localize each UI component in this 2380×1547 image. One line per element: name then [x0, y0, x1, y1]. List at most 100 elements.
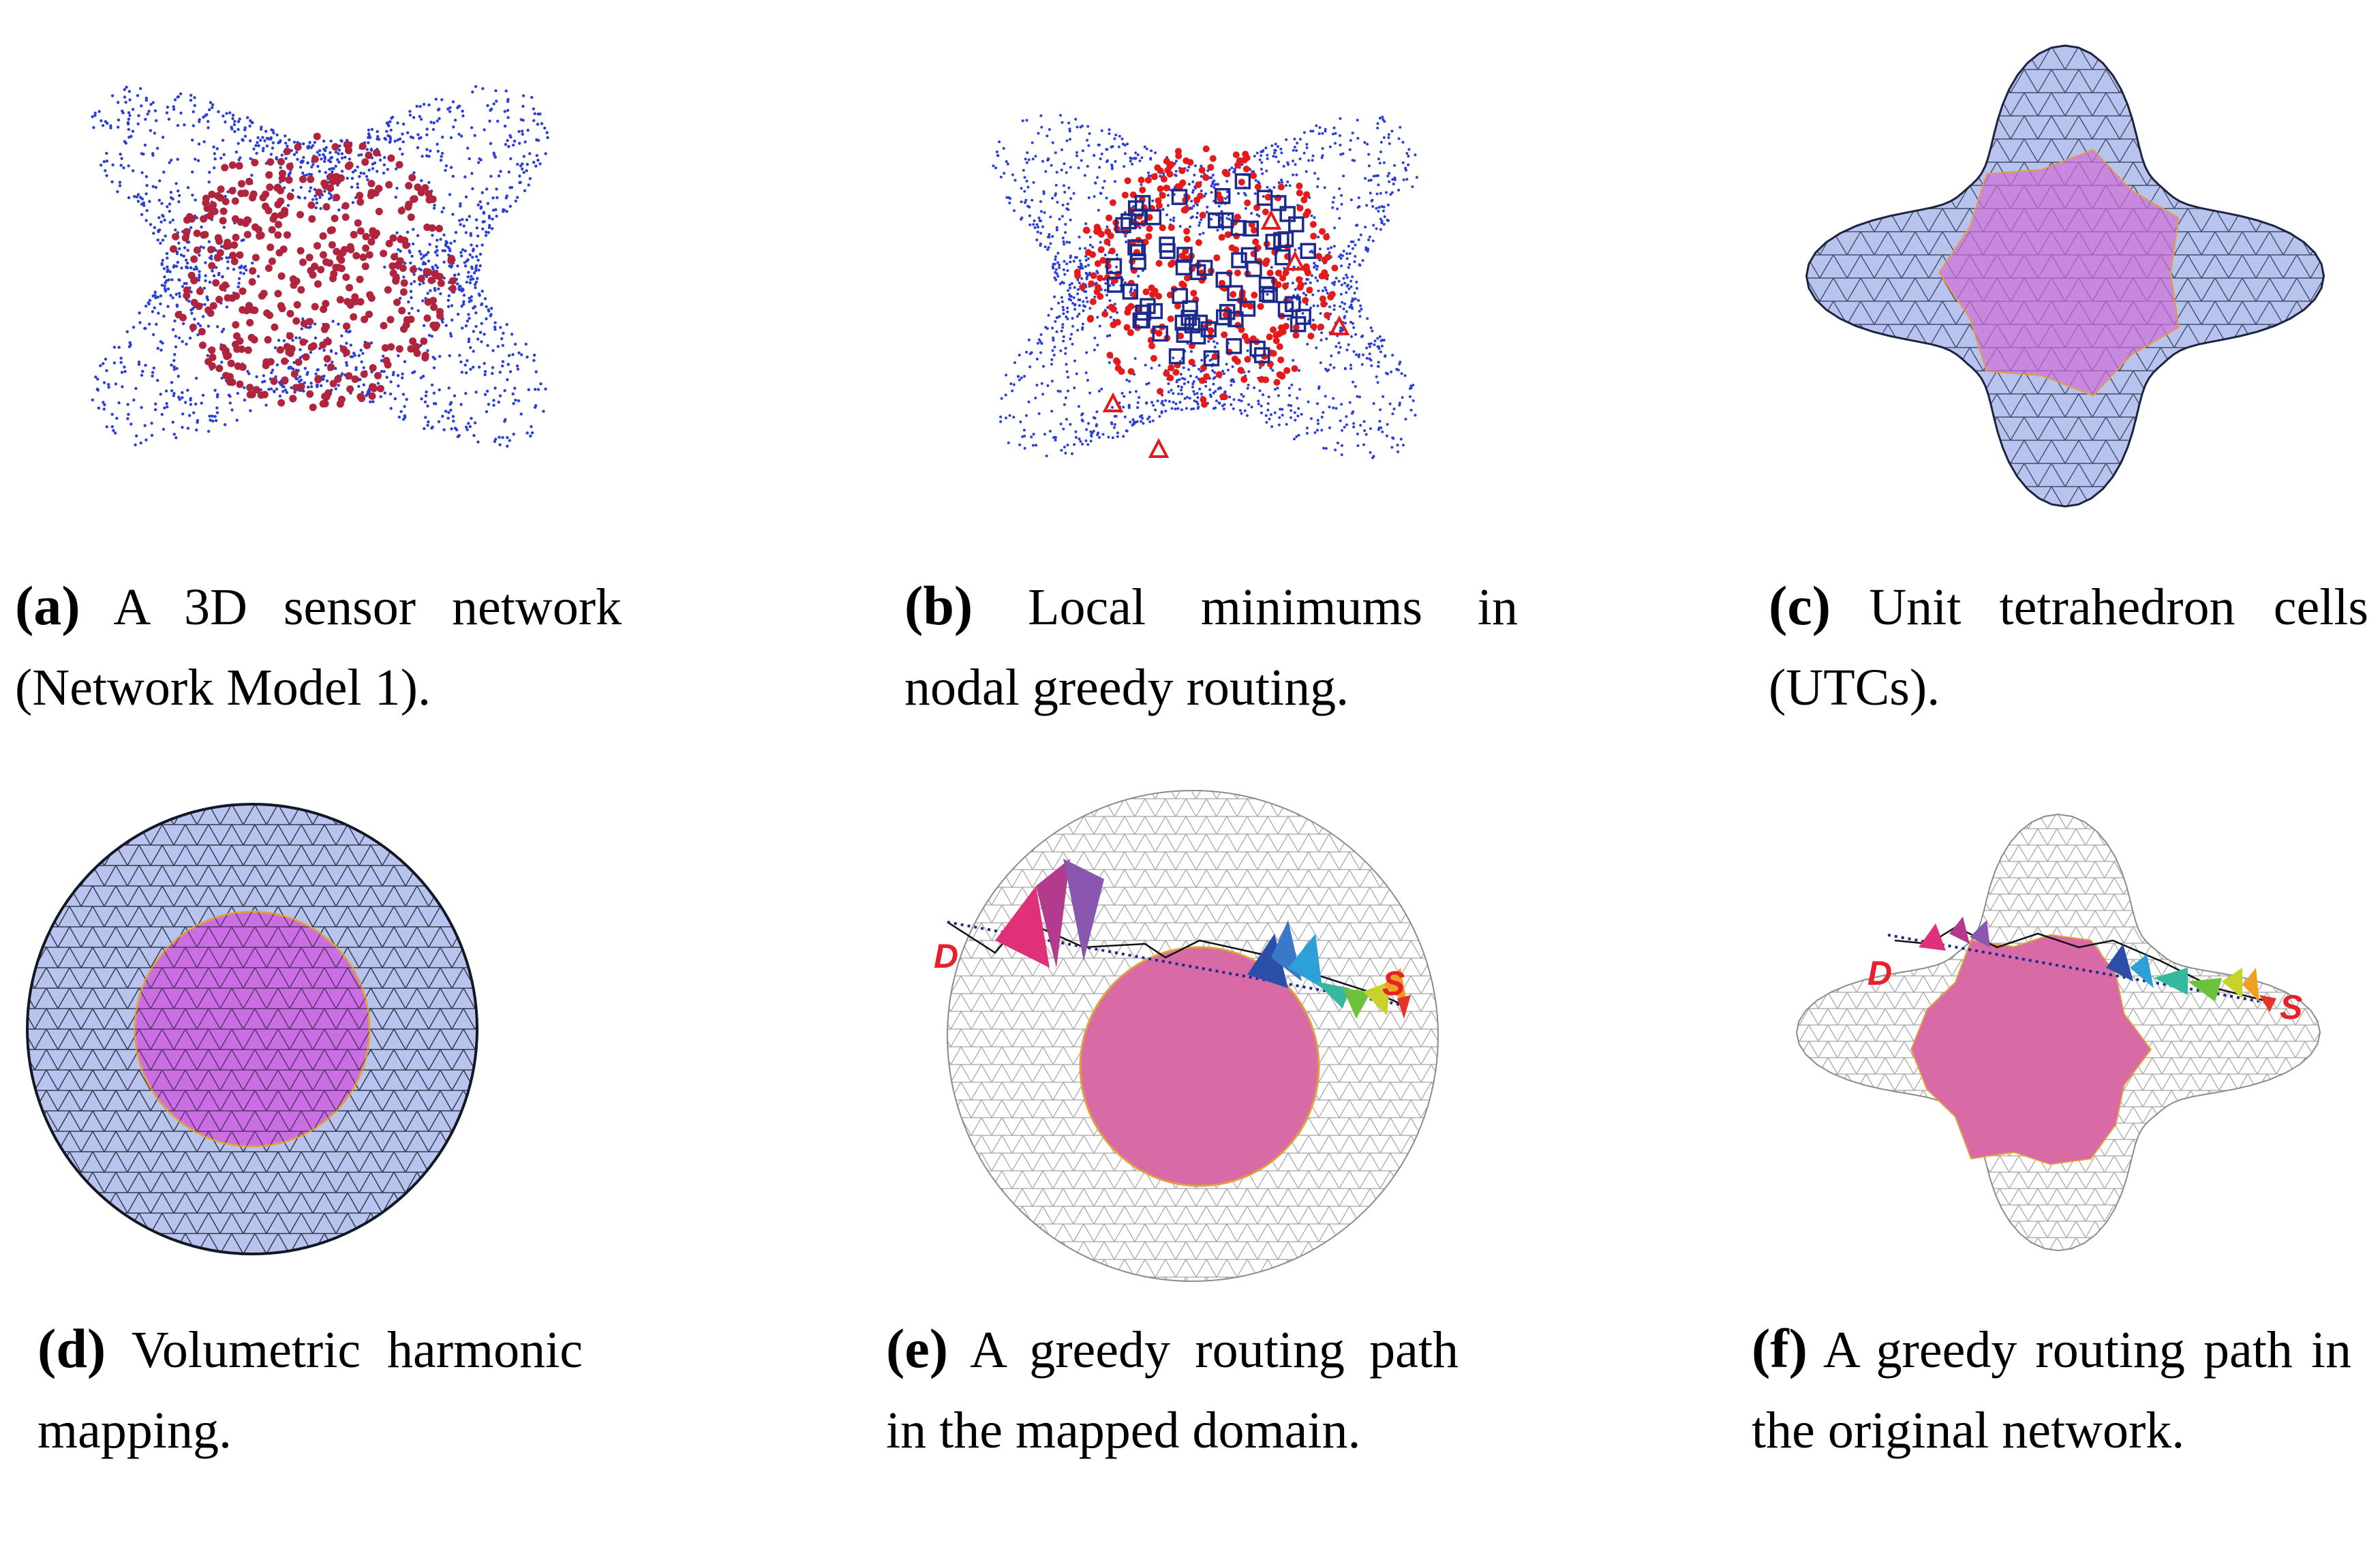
sensor-node [1250, 172, 1257, 179]
sensor-node [159, 302, 162, 306]
sensor-node [1246, 386, 1249, 390]
sensor-node [410, 296, 413, 299]
sensor-node [136, 94, 140, 97]
sensor-node [133, 195, 136, 198]
sensor-node [462, 300, 466, 303]
sensor-node [1023, 446, 1026, 450]
sensor-node [1064, 231, 1067, 234]
sensor-node [91, 115, 94, 119]
sensor-node [1074, 272, 1082, 279]
sensor-node [191, 307, 195, 311]
sensor-node [1053, 346, 1056, 349]
sensor-node [1129, 390, 1131, 394]
sensor-node [1172, 216, 1176, 219]
sensor-node [1054, 438, 1057, 442]
sensor-node [328, 241, 336, 249]
square-marker [1288, 216, 1305, 232]
sensor-node [1084, 371, 1088, 374]
sensor-node [314, 322, 317, 326]
sensor-node [152, 333, 155, 337]
sensor-node [309, 350, 313, 354]
sensor-node [226, 190, 230, 194]
sensor-node [1397, 137, 1401, 140]
sensor-node [160, 262, 164, 265]
sensor-node [1348, 263, 1352, 266]
sensor-node [1237, 367, 1245, 374]
sensor-node [393, 298, 401, 307]
sensor-node [289, 395, 297, 403]
sensor-node [177, 278, 181, 281]
sensor-node [163, 218, 166, 222]
sensor-node [1343, 322, 1347, 325]
sensor-node [1372, 224, 1375, 227]
sensor-node [1050, 307, 1053, 311]
sensor-node [385, 121, 388, 125]
sensor-node [172, 105, 175, 108]
sensor-node [243, 307, 251, 315]
sensor-node [508, 134, 512, 138]
sensor-node [482, 211, 485, 215]
sensor-node [141, 369, 144, 373]
sensor-node [1177, 384, 1180, 388]
sensor-node [1062, 312, 1065, 316]
sensor-node [1221, 228, 1225, 231]
sensor-node [320, 179, 329, 187]
sensor-node [308, 215, 316, 223]
sensor-node [1273, 411, 1277, 414]
sensor-node [510, 333, 514, 336]
sensor-node [183, 246, 187, 249]
sensor-node [1007, 196, 1011, 199]
sensor-node [148, 200, 151, 203]
sensor-node [333, 194, 341, 202]
sensor-node [1342, 249, 1345, 253]
sensor-node [1056, 251, 1060, 255]
sensor-node [1183, 235, 1191, 243]
sensor-node [1260, 150, 1263, 153]
square-marker [1239, 301, 1256, 317]
sensor-node [1061, 203, 1065, 206]
sensor-node [1073, 307, 1077, 311]
sensor-node [214, 234, 222, 242]
sensor-node [1260, 404, 1263, 408]
sensor-node [501, 360, 505, 363]
sensor-node [261, 136, 264, 139]
sensor-node [1095, 423, 1098, 426]
sensor-node [153, 109, 157, 112]
sensor-node [415, 104, 418, 108]
sensor-node [436, 119, 439, 123]
sensor-node [1332, 132, 1335, 136]
sensor-node [419, 117, 423, 121]
sensor-node [474, 266, 478, 270]
sensor-node [256, 275, 260, 278]
sensor-node [153, 294, 157, 297]
sensor-node [351, 170, 355, 174]
sensor-node [1167, 382, 1170, 385]
sensor-node [1252, 238, 1260, 245]
sensor-node [277, 157, 285, 166]
sensor-node [379, 395, 382, 399]
sensor-node [513, 386, 517, 390]
sensor-node [1247, 303, 1254, 310]
sensor-node [485, 389, 489, 393]
sensor-node [1375, 192, 1379, 196]
sensor-node [423, 314, 431, 322]
sensor-node [485, 305, 488, 309]
sensor-node [1320, 331, 1324, 335]
sensor-node [473, 134, 476, 137]
sensor-node [410, 282, 413, 286]
sensor-node [464, 371, 468, 375]
sensor-node [351, 201, 355, 204]
sensor-node [1064, 352, 1067, 355]
sensor-node [1269, 367, 1272, 370]
sensor-node [1293, 145, 1296, 149]
sensor-node [1172, 392, 1175, 395]
sensor-node [192, 411, 196, 414]
sensor-node [314, 194, 317, 198]
sensor-node [318, 170, 321, 173]
sensor-node [1339, 419, 1342, 423]
sensor-node [1324, 129, 1327, 133]
sensor-node [1144, 177, 1152, 184]
sensor-node [462, 224, 466, 228]
sensor-node [294, 336, 298, 339]
sensor-node [393, 140, 397, 143]
